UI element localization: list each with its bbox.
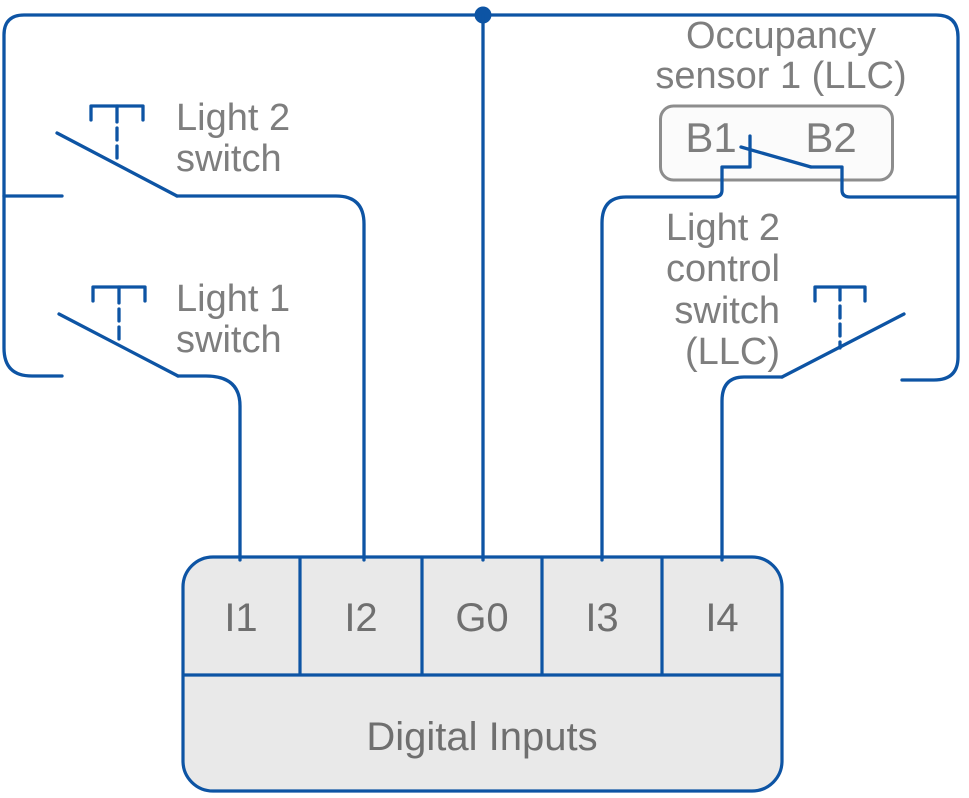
terminal-label-g0: G0 xyxy=(455,596,508,640)
b2-to-bus-wire xyxy=(809,165,959,199)
light2-switch-blade xyxy=(55,131,179,198)
light1-switch-symbol xyxy=(57,285,242,562)
occupancy-sensor-contact xyxy=(600,134,959,562)
llc-control-switch-label-line3: switch xyxy=(674,290,780,332)
terminal-label-i4: I4 xyxy=(705,596,738,640)
occupancy-sensor-box xyxy=(659,104,894,182)
b1-to-i3-wire xyxy=(600,134,752,562)
light1-switch-label-line2: switch xyxy=(176,319,282,361)
llc-control-switch-label-line4: (LLC) xyxy=(685,331,780,373)
light2-switch-to-i2-wire xyxy=(175,194,366,562)
llc-switch-to-i4-wire xyxy=(720,375,784,562)
light1-switch-label-line1: Light 1 xyxy=(176,278,290,320)
light1-switch-to-i1-wire xyxy=(176,374,242,562)
terminal-block-title: Digital Inputs xyxy=(366,715,597,759)
llc-switch-blade xyxy=(780,312,906,379)
llc-control-switch-label-line2: control xyxy=(666,248,780,290)
llc-control-switch-symbol xyxy=(720,285,906,562)
light2-switch-label-line2: switch xyxy=(176,138,282,180)
terminal-label-i2: I2 xyxy=(344,596,377,640)
sensor-terminal-b2-label: B2 xyxy=(805,114,856,161)
terminal-label-i3: I3 xyxy=(585,596,618,640)
light2-switch-symbol xyxy=(2,104,366,562)
occupancy-sensor-label-line1: Occupancy xyxy=(686,15,876,57)
terminal-label-i1: I1 xyxy=(224,596,257,640)
llc-control-switch-label-line1: Light 2 xyxy=(666,207,780,249)
sensor-contact-blade xyxy=(739,145,813,169)
light2-switch-label-line1: Light 2 xyxy=(176,97,290,139)
occupancy-sensor-label-line2: sensor 1 (LLC) xyxy=(655,55,906,97)
light1-switch-blade xyxy=(57,312,180,378)
sensor-terminal-b1-label: B1 xyxy=(685,114,736,161)
